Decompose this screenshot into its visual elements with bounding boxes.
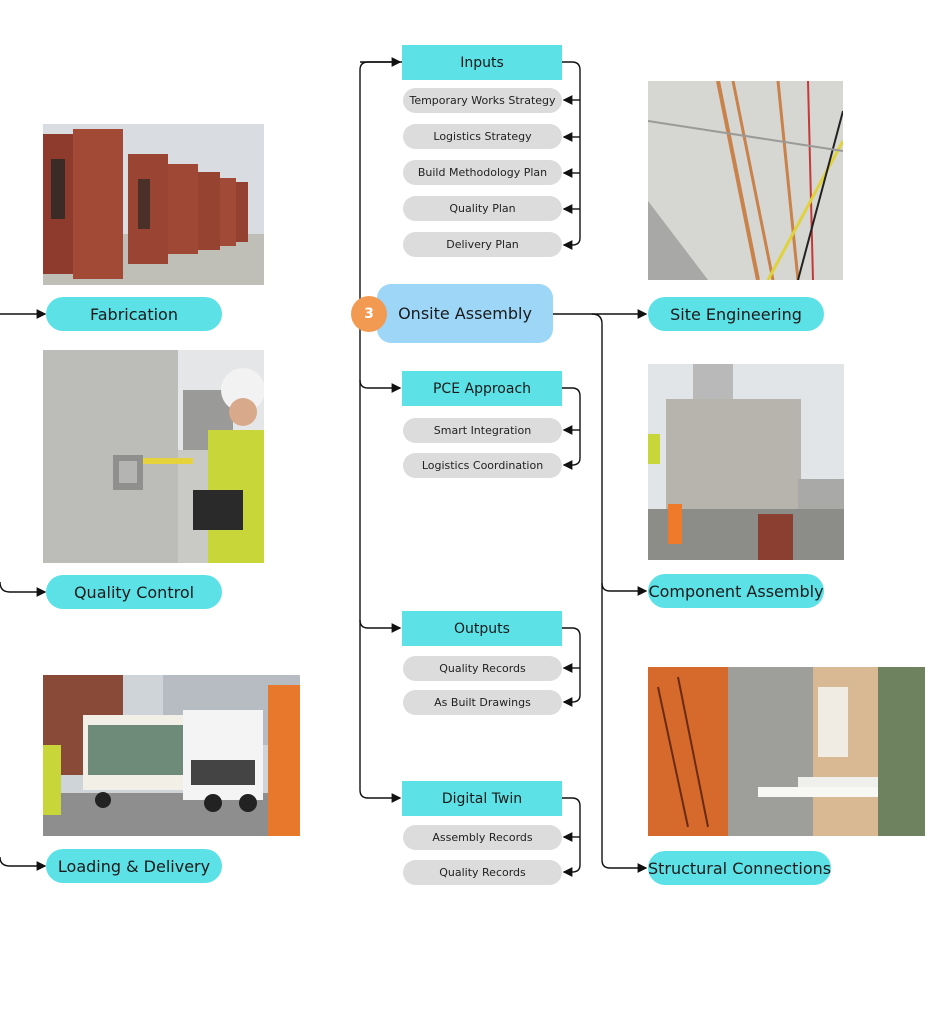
stage-label: Loading & Delivery (57, 856, 211, 876)
stage-structural-connections[interactable]: Structural Connections (648, 851, 831, 885)
item-label: Smart Integration (433, 424, 532, 437)
stage-site-engineering[interactable]: Site Engineering (648, 297, 824, 331)
group-title: Outputs (454, 620, 510, 637)
list-item[interactable]: Quality Records (403, 860, 562, 885)
ceiling-services-photo (648, 81, 843, 280)
stage-component-assembly[interactable]: Component Assembly (648, 574, 824, 608)
badge-number: 3 (364, 306, 374, 322)
item-label: Temporary Works Strategy (409, 94, 556, 107)
brick-wall-panels-photo (43, 124, 264, 285)
list-item[interactable]: Quality Records (403, 656, 562, 681)
item-label: Build Methodology Plan (417, 166, 548, 179)
item-label: Assembly Records (432, 831, 533, 844)
group-header-outputs[interactable]: Outputs (402, 611, 562, 646)
item-label: Logistics Strategy (433, 130, 532, 143)
panel-inspection-photo (43, 350, 264, 563)
list-item[interactable]: Assembly Records (403, 825, 562, 850)
list-item[interactable]: Logistics Strategy (403, 124, 562, 149)
list-item[interactable]: Smart Integration (403, 418, 562, 443)
list-item[interactable]: Logistics Coordination (403, 453, 562, 478)
list-item[interactable]: As Built Drawings (403, 690, 562, 715)
list-item[interactable]: Quality Plan (403, 196, 562, 221)
item-label: Quality Records (439, 866, 526, 879)
onsite-assembly-node[interactable]: Onsite Assembly (377, 284, 553, 343)
item-label: Quality Plan (449, 202, 516, 215)
stage-label: Fabrication (90, 304, 178, 324)
group-title: Inputs (460, 54, 504, 71)
item-label: Delivery Plan (446, 238, 519, 251)
stage-fabrication[interactable]: Fabrication (46, 297, 222, 331)
item-label: Logistics Coordination (421, 459, 544, 472)
facade-connection-photo (648, 667, 925, 836)
group-title: PCE Approach (432, 380, 532, 397)
crane-lifting-panel-photo (648, 364, 844, 560)
group-header-digital-twin[interactable]: Digital Twin (402, 781, 562, 816)
stage-quality-control[interactable]: Quality Control (46, 575, 222, 609)
stage-label: Structural Connections (647, 858, 832, 878)
group-title: Digital Twin (441, 790, 523, 807)
center-label: Onsite Assembly (398, 304, 532, 323)
stage-label: Component Assembly (648, 581, 824, 601)
item-label: As Built Drawings (434, 696, 531, 709)
stage-label: Site Engineering (670, 304, 802, 324)
stage-loading-delivery[interactable]: Loading & Delivery (46, 849, 222, 883)
list-item[interactable]: Temporary Works Strategy (403, 88, 562, 113)
group-header-pce-approach[interactable]: PCE Approach (402, 371, 562, 406)
list-item[interactable]: Delivery Plan (403, 232, 562, 257)
step-number-badge: 3 (351, 296, 387, 332)
delivery-truck-photo (43, 675, 300, 836)
item-label: Quality Records (439, 662, 526, 675)
stage-label: Quality Control (73, 582, 195, 602)
group-header-inputs[interactable]: Inputs (402, 45, 562, 80)
list-item[interactable]: Build Methodology Plan (403, 160, 562, 185)
